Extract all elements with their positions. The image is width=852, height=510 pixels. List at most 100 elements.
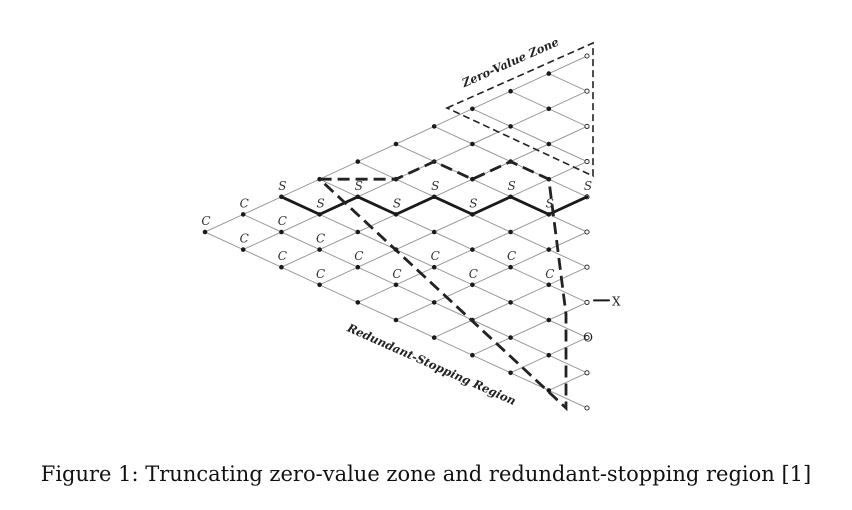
lattice-node	[584, 335, 590, 341]
lattice-edge	[319, 266, 359, 286]
lattice-edge	[510, 319, 550, 339]
figure-caption: Figure 1: Truncating zero-value zone and…	[40, 462, 812, 486]
lattice-edge	[395, 231, 435, 251]
optimal-stopping-boundary	[279, 195, 589, 216]
lattice-node	[355, 300, 361, 305]
lattice-edge	[395, 178, 435, 198]
lattice-edge	[280, 178, 321, 198]
lattice-edge	[548, 213, 588, 233]
lattice-edge	[548, 389, 588, 409]
lattice-node	[355, 264, 361, 270]
lattice-edge	[357, 301, 397, 321]
lattice-edge	[471, 143, 512, 163]
lattice-edge	[204, 213, 244, 233]
lattice-edge	[242, 231, 282, 251]
lattice-edge	[471, 125, 512, 145]
lattice-edge	[433, 337, 473, 356]
lattice-edge	[433, 231, 473, 251]
lattice-edge	[510, 143, 550, 163]
lattice-node	[584, 264, 590, 270]
lattice-node	[546, 317, 552, 323]
continuation-label: C	[201, 214, 210, 228]
stopping-label: S	[278, 179, 286, 193]
lattice-node	[317, 247, 322, 252]
stopping-label: S	[431, 179, 439, 193]
lattice-edge	[395, 143, 435, 163]
lattice-node	[508, 229, 513, 235]
lattice-edge	[510, 249, 550, 268]
lattice-edge	[242, 196, 282, 215]
lattice-edge	[395, 284, 435, 303]
stopping-label: S	[469, 196, 477, 210]
lattice-edge	[433, 108, 473, 127]
lattice-node	[546, 71, 552, 76]
continuation-label: C	[240, 232, 249, 246]
lattice-edge	[395, 213, 435, 233]
lattice-edge	[319, 249, 359, 268]
lattice-edge	[548, 284, 588, 303]
lattice-edge	[357, 231, 397, 251]
x-label: X	[612, 294, 621, 308]
lattice-node	[584, 53, 590, 59]
lattice-node	[240, 212, 246, 217]
lattice-node	[584, 370, 590, 376]
lattice-node	[584, 299, 590, 305]
lattice-edge	[510, 178, 550, 198]
lattice-edge	[548, 319, 588, 339]
continuation-label: C	[316, 232, 325, 246]
lattice-edge	[548, 372, 588, 391]
lattice-node	[584, 88, 590, 94]
lattice-edge	[357, 178, 397, 198]
lattice-edge	[395, 301, 435, 321]
lattice-node	[546, 106, 552, 112]
lattice-node	[546, 247, 552, 252]
stopping-label: S	[507, 179, 515, 193]
lattice-node	[508, 335, 513, 340]
lattice-edge	[280, 249, 321, 268]
lattice-edge	[433, 301, 473, 321]
lattice-node	[508, 264, 513, 270]
lattice-edge	[548, 143, 588, 163]
origin-label: O	[583, 331, 593, 345]
lattice-node	[431, 229, 437, 235]
lattice-edge	[548, 108, 588, 127]
lattice-edge	[471, 249, 512, 268]
lattice-edge	[548, 354, 588, 374]
lattice-node	[584, 123, 590, 129]
lattice-node	[470, 247, 475, 252]
stopping-label: S	[393, 196, 401, 210]
lattice-node	[431, 124, 437, 129]
lattice-node	[546, 141, 552, 147]
lattice-edge	[510, 213, 550, 233]
lattice-node	[546, 282, 552, 288]
lattice-edge	[471, 108, 512, 127]
zero-value-zone-label: Zero-Value Zone	[459, 35, 561, 91]
lattice-edge	[548, 266, 588, 286]
lattice-edge	[433, 249, 473, 268]
lattice-node	[355, 159, 361, 164]
lattice-node	[584, 405, 590, 411]
lattice-edge	[510, 231, 550, 251]
lattice-edge	[357, 249, 397, 268]
lattice-edge	[433, 125, 473, 145]
lattice-node	[470, 282, 475, 288]
lattice-node	[393, 317, 399, 323]
stopping-label: S	[584, 179, 592, 193]
lattice-edge	[319, 178, 359, 198]
lattice-node	[431, 300, 437, 305]
lattice-node	[470, 106, 475, 112]
redundant-stopping-region-boundary	[318, 160, 568, 412]
lattice-edge	[548, 90, 588, 110]
lattice-edge	[510, 266, 550, 286]
lattice-edge	[471, 319, 512, 339]
lattice-edge	[433, 143, 473, 163]
lattice-node	[393, 282, 399, 288]
lattice-edge	[357, 266, 397, 286]
lattice-node	[508, 300, 513, 305]
lattice-edge	[395, 125, 435, 145]
lattice-edge	[357, 161, 397, 180]
zero-value-zone-boundary	[445, 41, 594, 178]
lattice-node	[470, 352, 475, 358]
